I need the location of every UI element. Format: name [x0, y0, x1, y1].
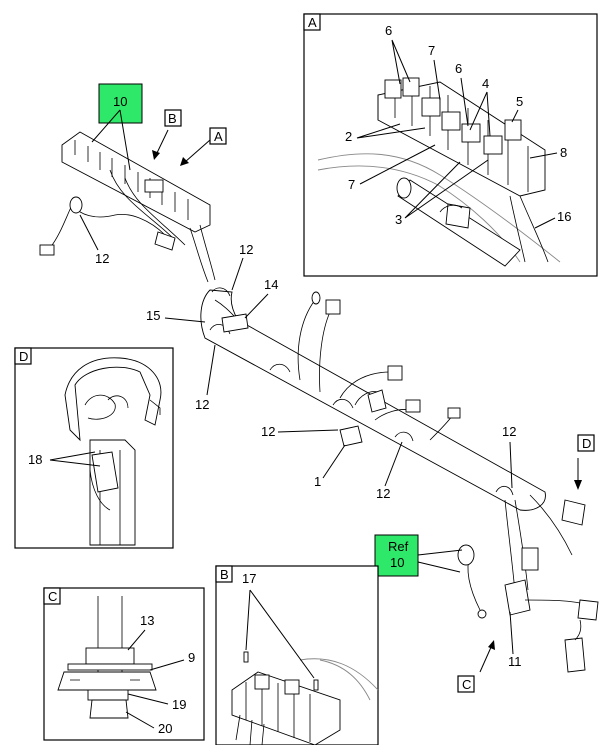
- callout-7a: 7: [428, 43, 435, 58]
- detail-c-label: C: [48, 589, 57, 604]
- callout-12d: 12: [261, 424, 275, 439]
- detail-d-label: D: [19, 349, 28, 364]
- callout-12b: 12: [239, 242, 253, 257]
- callout-15: 15: [146, 308, 160, 323]
- callout-17: 17: [242, 571, 256, 586]
- callout-12e: 12: [376, 486, 390, 501]
- callout-6b: 6: [455, 61, 462, 76]
- detail-a-label: A: [308, 15, 317, 30]
- detail-c-panel: C 13 9 19 20: [43, 587, 205, 741]
- callout-2: 2: [345, 129, 352, 144]
- callout-4: 4: [482, 76, 489, 91]
- callout-3: 3: [395, 212, 402, 227]
- callout-16: 16: [557, 209, 571, 224]
- callout-14: 14: [264, 277, 278, 292]
- detail-b-panel: B 17: [215, 565, 379, 745]
- detail-a-panel: A 6 7 6 4 5 2 8 7 3 16: [303, 13, 598, 277]
- main-harness-assembly: D C B A 10 Ref 10 12 12 14 15 12: [39, 83, 599, 693]
- main-view-d-label: D: [582, 436, 591, 451]
- callout-9: 9: [188, 650, 195, 665]
- callout-5: 5: [516, 94, 523, 109]
- callout-7b: 7: [348, 177, 355, 192]
- callout-ref: Ref: [388, 539, 409, 554]
- highlight-callout-10: [98, 83, 143, 124]
- callout-10-top: 10: [113, 94, 127, 109]
- detail-d-panel: D 18: [14, 347, 174, 549]
- callout-12a: 12: [95, 251, 109, 266]
- callout-20: 20: [158, 721, 172, 736]
- callout-1: 1: [314, 474, 321, 489]
- callout-ref-10: 10: [390, 555, 404, 570]
- callout-18: 18: [28, 452, 42, 467]
- highlight-callout-ref-10: [374, 534, 419, 577]
- callout-12c: 12: [195, 397, 209, 412]
- callout-13: 13: [140, 613, 154, 628]
- callout-19: 19: [172, 697, 186, 712]
- callout-6a: 6: [385, 23, 392, 38]
- callout-11: 11: [508, 654, 522, 669]
- main-view-c-label: C: [462, 677, 471, 692]
- callout-12f: 12: [502, 424, 516, 439]
- main-view-b-label: B: [168, 111, 177, 126]
- main-view-a-label: A: [214, 129, 223, 144]
- detail-b-label: B: [220, 567, 229, 582]
- callout-8: 8: [560, 145, 567, 160]
